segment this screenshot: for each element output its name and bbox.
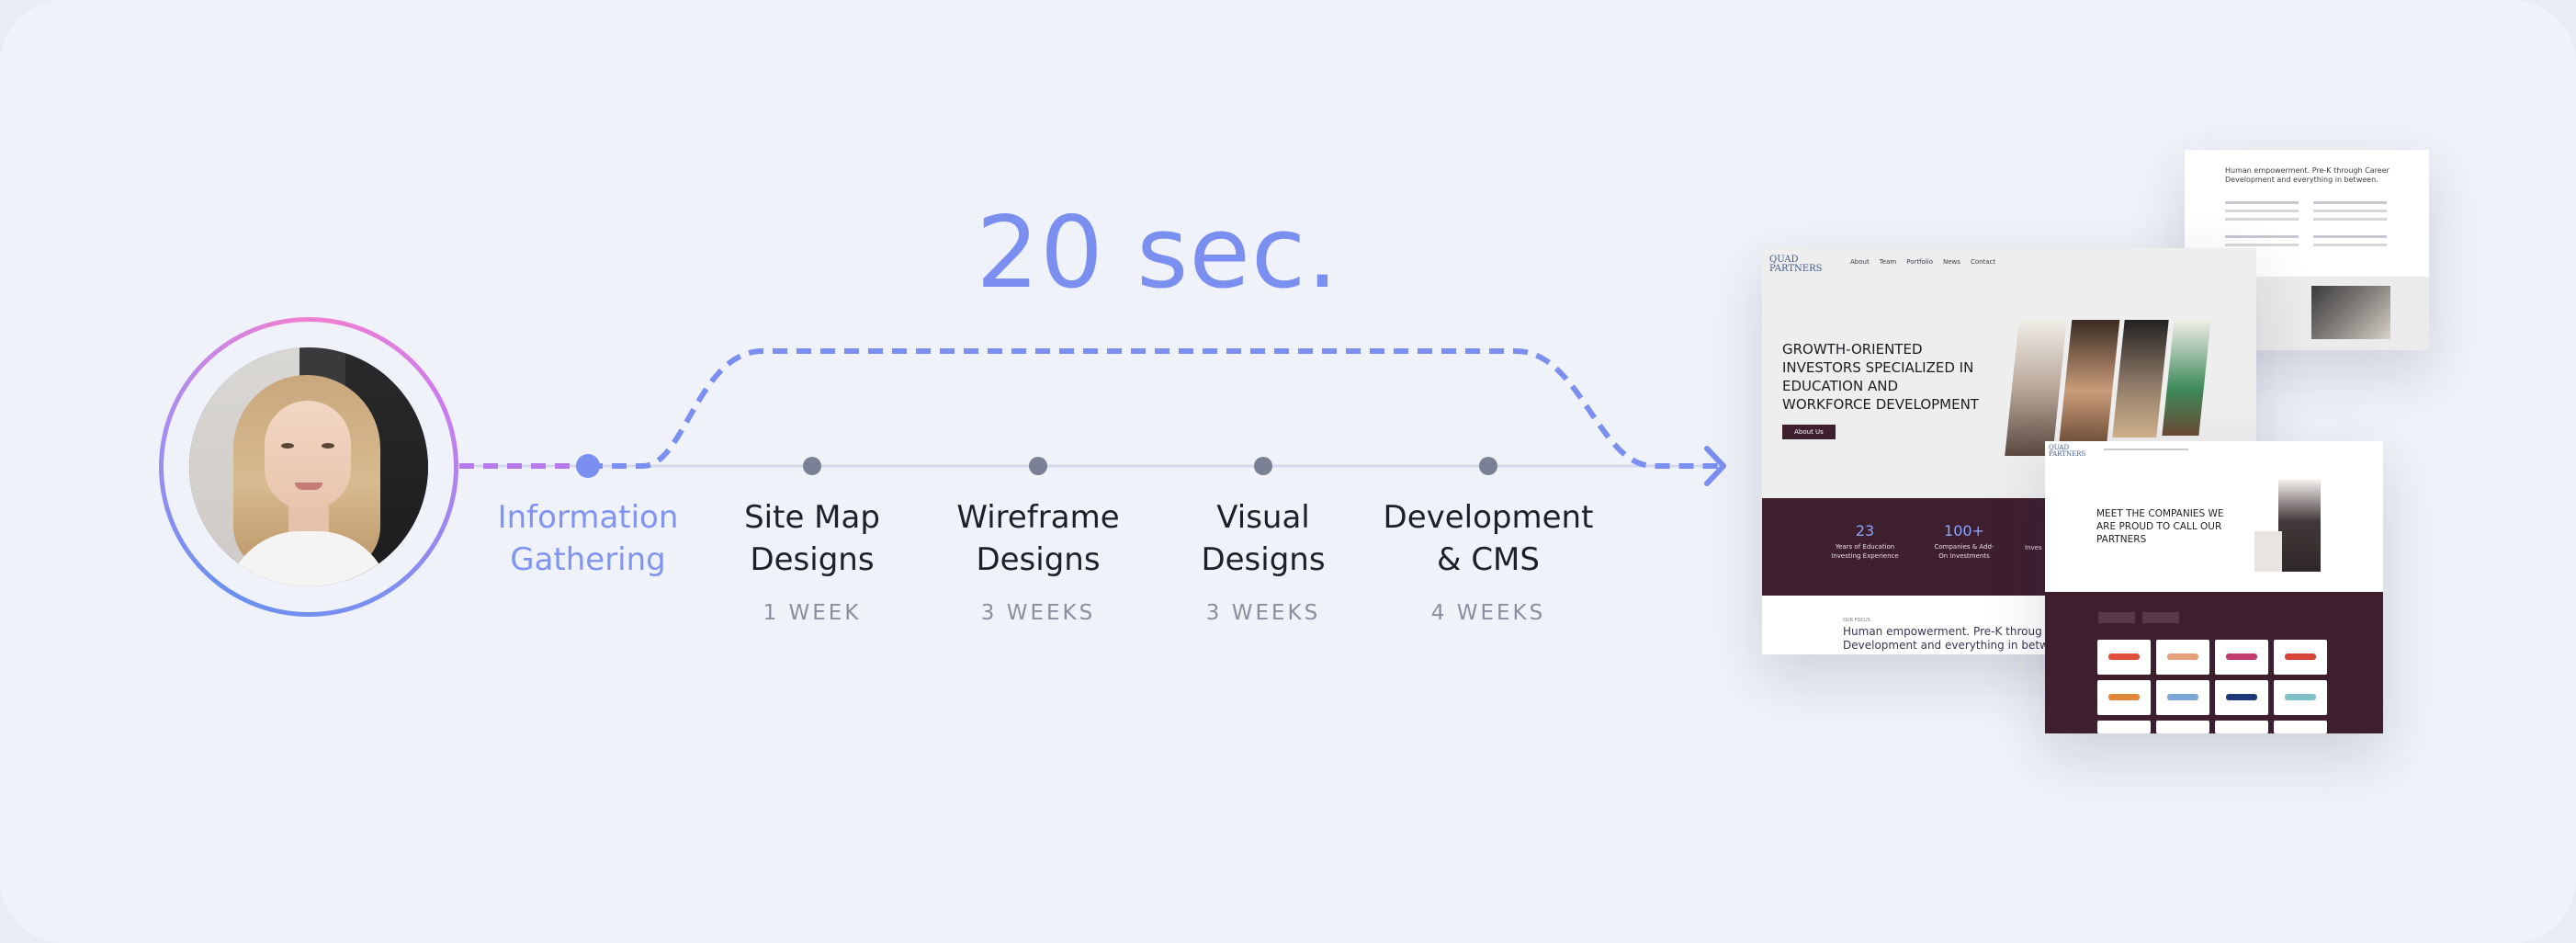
avatar: [189, 347, 428, 586]
stage-duration-wireframe: 3 WEEKS: [980, 601, 1096, 625]
stage-dot-5: [1479, 457, 1497, 475]
fast-track-path: [588, 348, 1718, 469]
stage-dot-2: [803, 457, 821, 475]
stage-dot-3: [1029, 457, 1047, 475]
mockup-nav: About Team Portfolio News Contact: [1850, 258, 1996, 266]
arrow-head-icon: [1704, 446, 1726, 486]
timer-label: 20 sec.: [976, 196, 1339, 311]
mockup-portfolio-heading: MEET THE COMPANIES WE ARE PROUD TO CALL …: [2096, 508, 2224, 545]
mockup-cta-button: About Us: [1782, 425, 1836, 439]
stage-duration-development: 4 WEEKS: [1430, 601, 1546, 625]
stage-duration-site-map: 1 WEEK: [763, 601, 862, 625]
stage-duration-visual: 3 WEEKS: [1205, 601, 1321, 625]
avatar-ring: [159, 317, 458, 617]
stage-dot-4: [1254, 457, 1272, 475]
stage-label-development: Development& CMS: [1383, 499, 1594, 578]
stage-dot-1: [576, 454, 600, 478]
mockup-logo-grid: [2045, 592, 2383, 733]
mockup-hero-heading: GROWTH-ORIENTED INVESTORS SPECIALIZED IN…: [1782, 341, 1979, 413]
